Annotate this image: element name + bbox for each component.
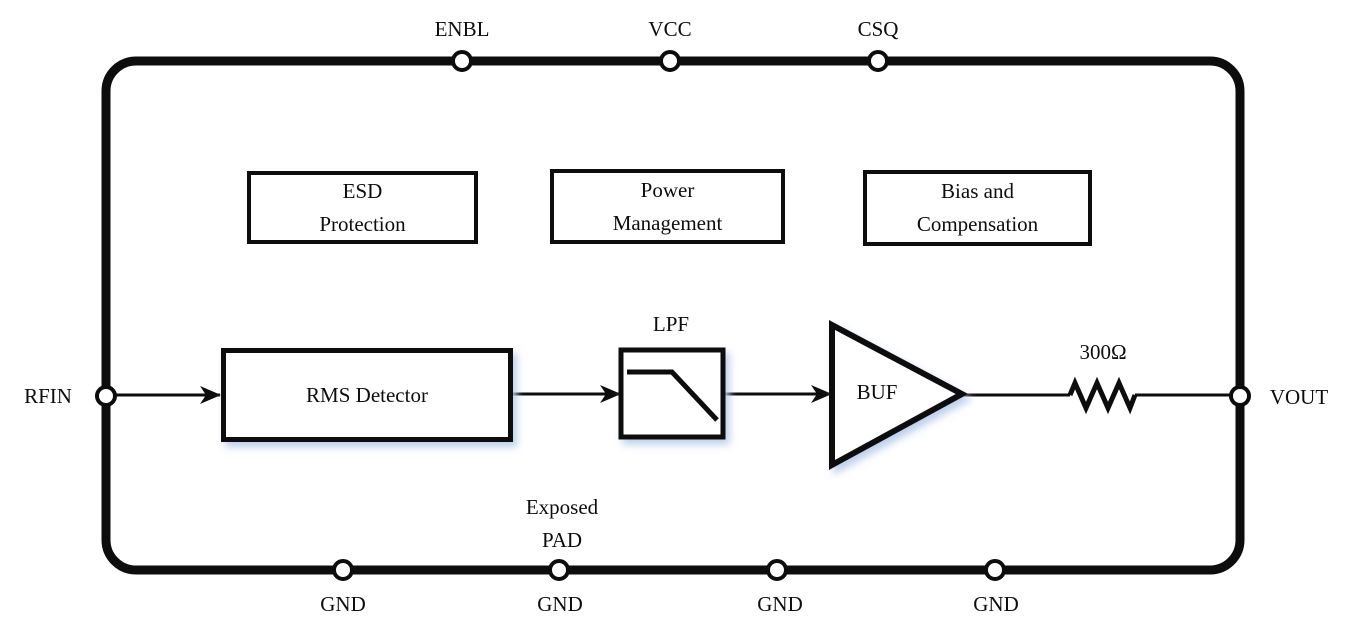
pin-circle-rfin xyxy=(95,385,117,407)
esd-block-label-line1: ESD xyxy=(342,178,383,203)
pin-circle-enbl xyxy=(451,50,473,72)
pin-circle-csq xyxy=(867,50,889,72)
pin-circle-vout xyxy=(1229,385,1251,407)
pin-label-vout: VOUT xyxy=(1269,385,1329,409)
lpf-label: LPF xyxy=(652,312,690,336)
lpf-block xyxy=(618,347,726,440)
pin-circle-vcc xyxy=(659,50,681,72)
pin-label-gnd-3: GND xyxy=(757,592,803,616)
bias-block-label-line1: Bias and xyxy=(941,179,1014,203)
rms-block-label: RMS Detector xyxy=(306,382,428,407)
exposed-pad-label: Exposed PAD xyxy=(526,491,598,557)
pin-label-enbl: ENBL xyxy=(434,17,490,41)
pin-label-vcc: VCC xyxy=(648,17,692,41)
bias-compensation-block: Bias and Compensation xyxy=(863,170,1092,246)
pin-circle-gnd-4 xyxy=(984,559,1006,581)
pin-circle-gnd-2 xyxy=(548,559,570,581)
lpf-box xyxy=(618,347,726,440)
exposed-pad-label-line2: PAD xyxy=(541,528,583,552)
esd-block-label-line2: Protection xyxy=(319,211,406,236)
buffer-amplifier-triangle xyxy=(829,320,969,471)
resistor-symbol xyxy=(1067,376,1138,415)
pin-label-gnd-4: GND xyxy=(973,592,1019,616)
pin-label-gnd-1: GND xyxy=(320,592,366,616)
power-block-label-line2: Management xyxy=(612,210,723,235)
pin-circle-gnd-1 xyxy=(332,559,354,581)
bias-block-label-line2: Compensation xyxy=(916,212,1039,236)
pin-label-gnd-2: GND xyxy=(537,592,583,616)
resistor-value-label: 300Ω xyxy=(1079,340,1127,364)
pin-label-csq: CSQ xyxy=(857,17,899,41)
exposed-pad-label-line1: Exposed xyxy=(525,495,599,519)
esd-protection-block: ESD Protection xyxy=(247,171,478,244)
buf-label: BUF xyxy=(856,380,898,404)
rms-detector-block: RMS Detector xyxy=(221,348,513,442)
power-management-block: Power Management xyxy=(550,169,785,244)
pin-label-rfin: RFIN xyxy=(24,384,72,408)
power-block-label-line1: Power xyxy=(640,177,695,202)
pin-circle-gnd-3 xyxy=(766,559,788,581)
lpf-response-curve-icon xyxy=(627,369,719,422)
